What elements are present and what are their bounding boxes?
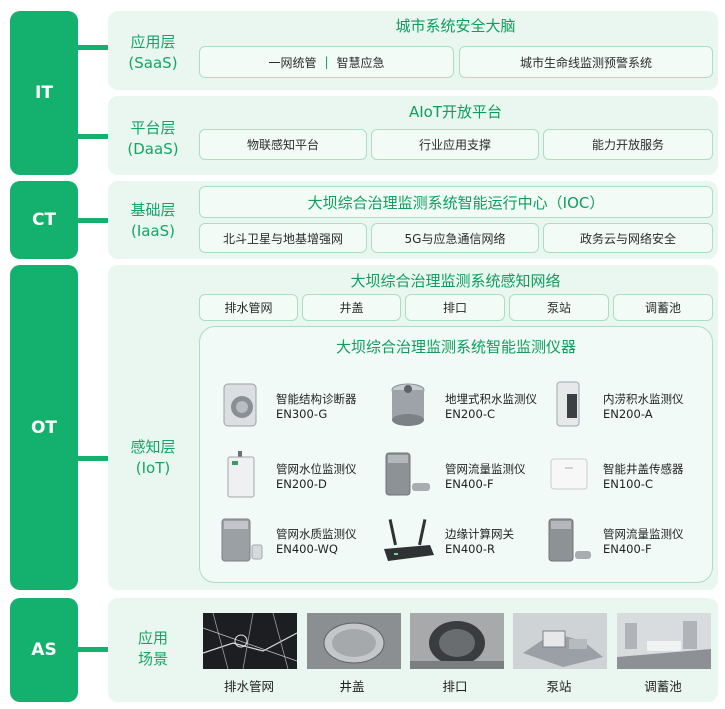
device-code-6: EN400-WQ xyxy=(276,542,338,556)
device-name-3: 管网水位监测仪 xyxy=(276,462,357,476)
device-name-1: 地埋式积水监测仪 xyxy=(445,392,537,406)
drainage-scene-image xyxy=(202,612,298,670)
storage-tank-scene-image xyxy=(617,613,711,669)
scenes-connector xyxy=(78,647,108,652)
device-code-2: EN200-A xyxy=(603,407,653,421)
device-name-2: 内涝积水监测仪 xyxy=(603,392,684,406)
iaas-layer-line1: 基础层 xyxy=(130,201,176,219)
daas-connector xyxy=(78,134,108,139)
iot-connector xyxy=(78,456,108,461)
manhole-cover-sensor-icon xyxy=(545,449,593,499)
scenes-layer-line1: 应用 xyxy=(137,629,168,647)
device-name-6: 管网水质监测仪 xyxy=(276,527,357,541)
flood-water-monitor-icon xyxy=(545,380,593,430)
iaas-layer-line2: (IaaS) xyxy=(130,222,176,240)
saas-chip-combined: 一网统管 | 智慧应急 xyxy=(199,46,454,78)
iot-item-1: 井盖 xyxy=(302,294,401,321)
outlet-scene-image xyxy=(410,613,504,669)
device-name-4: 管网流量监测仪 xyxy=(445,462,526,476)
saas-layer-line2: (SaaS) xyxy=(128,54,178,72)
devices-box xyxy=(199,326,713,583)
iot-item-3: 泵站 xyxy=(509,294,609,321)
device-name-0: 智能结构诊断器 xyxy=(276,392,357,406)
scenes-layer-line2: 场景 xyxy=(137,650,168,668)
device-name-8: 管网流量监测仪 xyxy=(603,527,684,541)
pipe-flow-monitor-2-icon xyxy=(543,515,595,565)
iot-layer-name: 感知层 (IoT) xyxy=(108,437,198,479)
device-code-4: EN400-F xyxy=(445,477,494,491)
scene-caption-0: 排水管网 xyxy=(223,679,274,694)
device-code-5: EN100-C xyxy=(603,477,653,491)
iaas-item-1: 5G与应急通信网络 xyxy=(371,223,539,253)
iot-item-0: 排水管网 xyxy=(199,294,298,321)
daas-item-2: 能力开放服务 xyxy=(543,129,713,160)
daas-layer-name: 平台层 (DaaS) xyxy=(108,118,198,160)
device-name-5: 智能井盖传感器 xyxy=(603,462,684,476)
device-code-0: EN300-G xyxy=(276,407,328,421)
saas-item-lifeline: 城市生命线监测预警系统 xyxy=(459,46,713,78)
devices-title: 大坝综合治理监测系统智能监测仪器 xyxy=(335,338,576,356)
scenes-layer-name: 应用 场景 xyxy=(108,628,198,670)
pipe-flow-monitor-icon xyxy=(380,449,436,499)
saas-layer-line1: 应用层 xyxy=(130,33,176,51)
scene-caption-1: 井盖 xyxy=(339,679,365,694)
device-code-1: EN200-C xyxy=(445,407,495,421)
saas-separator: | xyxy=(324,55,329,69)
ot-tag-label: OT xyxy=(30,417,58,438)
buried-water-sensor-icon xyxy=(384,380,432,430)
iaas-item-2: 政务云与网络安全 xyxy=(543,223,713,253)
daas-layer-line2: (DaaS) xyxy=(127,140,179,158)
ct-tag-label: CT xyxy=(31,210,57,230)
device-name-7: 边缘计算网关 xyxy=(445,527,514,541)
ct-tag: CT xyxy=(10,181,78,259)
pipe-level-monitor-icon xyxy=(218,449,266,499)
it-tag: IT xyxy=(10,11,78,175)
iot-layer-line1: 感知层 xyxy=(130,438,176,456)
as-tag-label: AS xyxy=(31,640,57,660)
daas-title: AIoT开放平台 xyxy=(408,103,503,121)
saas-title: 城市系统安全大脑 xyxy=(395,17,516,35)
it-tag-label: IT xyxy=(35,83,53,103)
iot-item-2: 排口 xyxy=(405,294,505,321)
structure-diagnoser-icon xyxy=(218,380,266,430)
pump-station-scene-image xyxy=(513,613,607,669)
saas-item-one-network: 一网统管 xyxy=(268,55,317,70)
iot-title: 大坝综合治理监测系统感知网络 xyxy=(350,272,561,290)
daas-layer-line1: 平台层 xyxy=(130,119,176,137)
scene-caption-4: 调蓄池 xyxy=(644,679,682,694)
water-quality-monitor-icon xyxy=(218,515,266,565)
iaas-item-0: 北斗卫星与地基增强网 xyxy=(199,223,367,253)
as-tag: AS xyxy=(10,598,78,702)
saas-connector xyxy=(78,45,108,50)
iaas-connector xyxy=(78,218,108,223)
manhole-scene-image xyxy=(307,613,401,669)
daas-item-0: 物联感知平台 xyxy=(199,129,367,160)
iot-layer-line2: (IoT) xyxy=(135,459,171,477)
saas-layer-name: 应用层 (SaaS) xyxy=(108,32,198,74)
ot-tag: OT xyxy=(10,265,78,590)
scene-caption-3: 泵站 xyxy=(546,679,572,694)
edge-gateway-icon xyxy=(380,515,436,565)
device-code-7: EN400-R xyxy=(445,542,495,556)
device-code-8: EN400-F xyxy=(603,542,652,556)
iaas-layer-name: 基础层 (IaaS) xyxy=(108,200,198,242)
iot-item-4: 调蓄池 xyxy=(613,294,713,321)
daas-item-1: 行业应用支撑 xyxy=(371,129,539,160)
scene-caption-2: 排口 xyxy=(442,679,468,694)
saas-item-emergency: 智慧应急 xyxy=(336,55,385,70)
iaas-title: 大坝综合治理监测系统智能运行中心（IOC） xyxy=(199,186,713,218)
device-code-3: EN200-D xyxy=(276,477,327,491)
